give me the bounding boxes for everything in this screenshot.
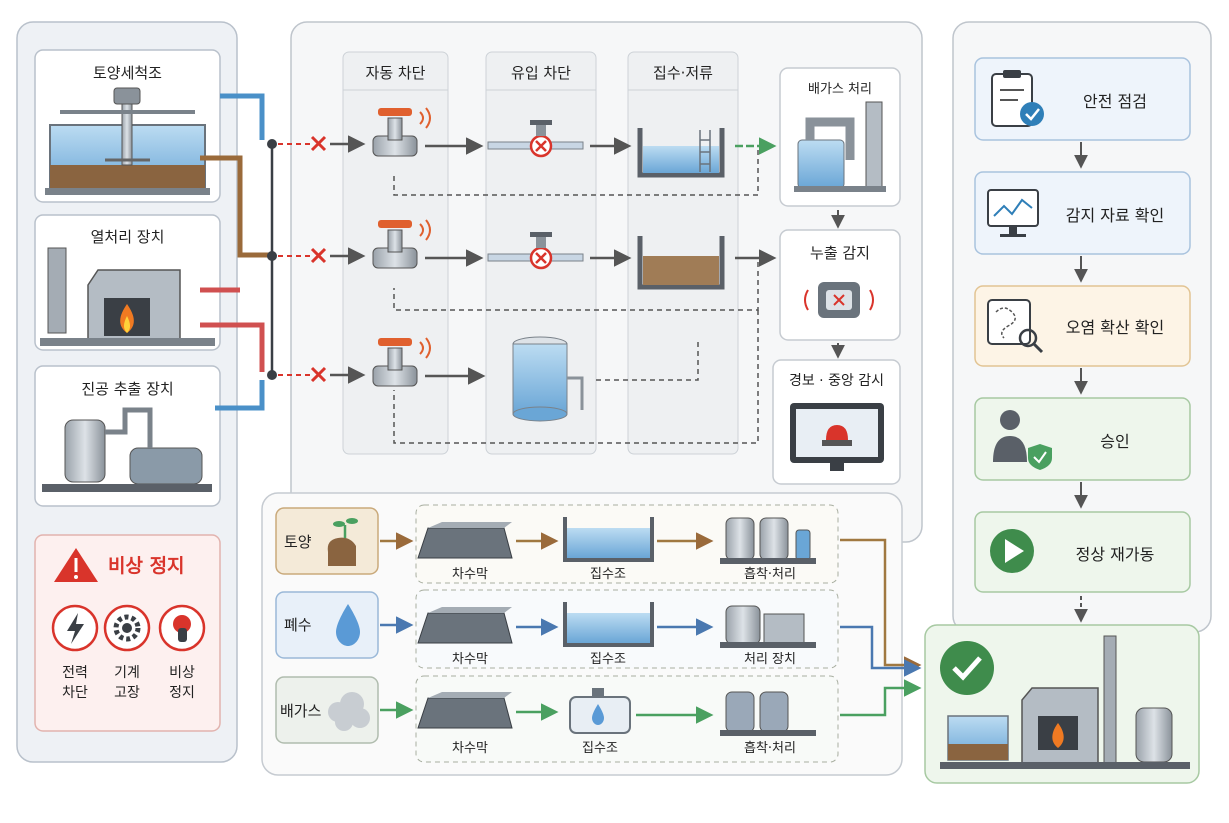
gear-icon (103, 604, 151, 652)
cutoff-row-1 (278, 135, 366, 153)
soil-sprout-icon (327, 518, 358, 566)
soil-basin-icon (637, 236, 725, 290)
soil-washing-tank-icon (45, 87, 210, 195)
medium-label-exhaust-gas: 배가스 (280, 702, 322, 720)
step-label: 집수조 (582, 741, 618, 756)
medium-label-wastewater: 폐수 (284, 616, 312, 634)
cutoff-row-3 (278, 366, 366, 384)
auto-valve-icon (372, 219, 431, 269)
treatment-unit-icon (720, 605, 816, 648)
person-shield-icon (993, 410, 1052, 470)
emergency-title: 비상 정지 (108, 555, 185, 577)
emergency-cause-stop: 비상 정지 (169, 665, 195, 701)
water-drop-icon (336, 604, 360, 646)
emergency-cause-machine: 기계 고장 (114, 665, 140, 701)
warning-triangle-icon (54, 548, 98, 582)
pipes (200, 93, 277, 411)
column-title-collection: 집수·저류 (653, 64, 713, 82)
step-label: 차수막 (452, 652, 488, 667)
leak-sensor-icon (804, 282, 874, 318)
recovery-label-restart: 정상 재가동 (1075, 545, 1155, 564)
device-label-thermal: 열처리 장치 (90, 228, 165, 246)
collection-basin-icon (637, 128, 725, 178)
restored-plant-icon (940, 635, 1190, 769)
thermal-treatment-furnace-icon (40, 247, 215, 346)
recovery-label-approval: 승인 (1100, 432, 1130, 451)
device-label-soil-washing: 토양세척조 (92, 64, 162, 82)
blocked-valve-icon (487, 232, 584, 270)
emergency-button-icon (158, 604, 206, 652)
storage-tank-icon (512, 336, 584, 422)
treatment-title-gas: 배가스 처리 (808, 82, 872, 97)
step-label: 흡착·처리 (744, 567, 796, 582)
step-label: 차수막 (452, 741, 488, 756)
column-title-inflow-cutoff: 유입 차단 (511, 64, 571, 82)
cutoff-row-2 (278, 247, 366, 265)
lightning-icon (51, 604, 99, 652)
blocked-valve-icon (487, 120, 584, 158)
return-loops (393, 150, 759, 444)
vacuum-extraction-unit-icon (42, 407, 212, 492)
auto-valve-icon (372, 337, 431, 387)
alarm-monitor-icon (790, 403, 884, 471)
check-circle-icon (940, 641, 994, 695)
treatment-title-leak: 누출 감지 (810, 244, 870, 262)
auto-valve-icon (372, 107, 431, 157)
recovery-label-sensor-data: 감지 자료 확인 (1065, 206, 1165, 225)
collection-basin-icon (563, 517, 654, 562)
liner-membrane-icon (417, 522, 513, 559)
column-title-auto-cutoff: 자동 차단 (365, 64, 426, 82)
clipboard-check-icon (991, 70, 1044, 127)
play-icon (990, 529, 1034, 573)
treatment-title-alarm: 경보 · 중앙 감시 (788, 373, 885, 389)
step-label: 집수조 (590, 567, 626, 582)
recovery-label-safety-check: 안전 점검 (1083, 92, 1147, 111)
gas-cloud-icon (328, 692, 370, 731)
monitor-chart-icon (987, 189, 1039, 237)
liner-membrane-icon (417, 607, 513, 644)
spread-search-icon (987, 299, 1044, 354)
gas-scrubber-icon (794, 101, 886, 192)
step-label: 흡착·처리 (744, 741, 796, 756)
adsorption-treatment-icon (720, 691, 816, 736)
step-label: 처리 장치 (744, 652, 796, 667)
recovery-label-contamination: 오염 확산 확인 (1065, 318, 1165, 337)
emergency-cause-power: 전력 차단 (62, 665, 88, 701)
device-label-vacuum: 진공 추출 장치 (81, 380, 174, 398)
recovery-step-restart (974, 511, 1191, 593)
step-label: 차수막 (452, 567, 488, 582)
collection-basin-icon (569, 688, 631, 734)
adsorption-treatment-icon (720, 517, 816, 564)
liner-membrane-icon (417, 692, 513, 729)
step-label: 집수조 (590, 652, 626, 667)
medium-label-soil: 토양 (284, 533, 312, 551)
collection-basin-icon (563, 602, 654, 647)
